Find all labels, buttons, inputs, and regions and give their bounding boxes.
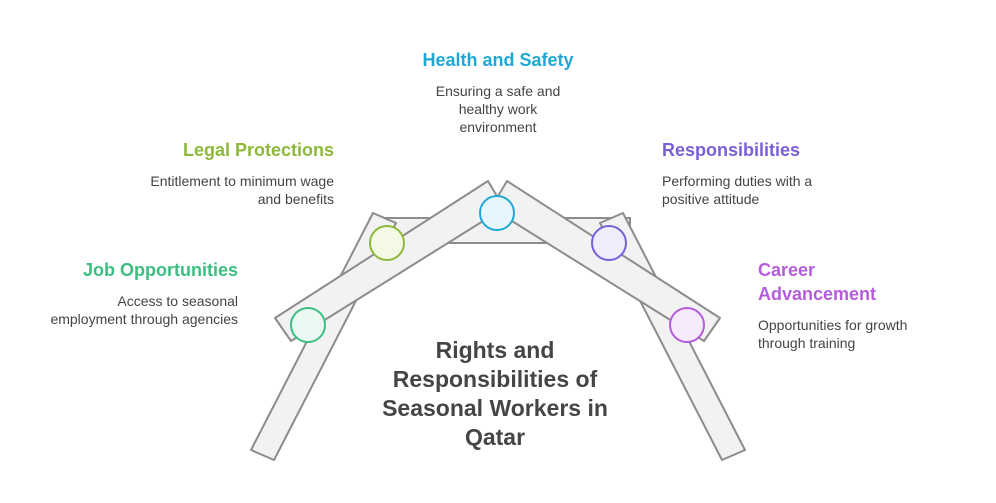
- item-title: Job Opportunities: [83, 260, 238, 280]
- item-title: Health and Safety: [422, 50, 574, 70]
- item-legal-protections: Legal Protections Entitlement to minimum…: [140, 138, 334, 208]
- ladder-arm-right: [490, 180, 721, 342]
- node-job-opportunities: [290, 307, 326, 343]
- node-responsibilities: [591, 225, 627, 261]
- item-description: Access to seasonal employment through ag…: [50, 293, 238, 327]
- item-health-safety: Health and Safety Ensuring a safe and he…: [398, 48, 598, 136]
- item-description: Entitlement to minimum wage and benefits: [150, 173, 334, 207]
- item-description: Performing duties with a positive attitu…: [662, 173, 813, 207]
- item-job-opportunities: Job Opportunities Access to seasonal emp…: [40, 258, 238, 328]
- item-career-advancement: Career Advancement Opportunities for gro…: [758, 258, 958, 352]
- diagram-title: Rights and Responsibilities of Seasonal …: [382, 337, 608, 450]
- node-health-safety: [479, 195, 515, 231]
- node-career-advancement: [669, 307, 705, 343]
- item-title: Legal Protections: [182, 140, 334, 160]
- item-description: Opportunities for growth through trainin…: [758, 317, 908, 351]
- node-legal-protections: [369, 225, 405, 261]
- item-description: Ensuring a safe and healthy work environ…: [435, 83, 561, 135]
- item-responsibilities: Responsibilities Performing duties with …: [662, 138, 862, 208]
- item-title: Responsibilities: [662, 140, 801, 160]
- item-title: Career Advancement: [758, 260, 877, 304]
